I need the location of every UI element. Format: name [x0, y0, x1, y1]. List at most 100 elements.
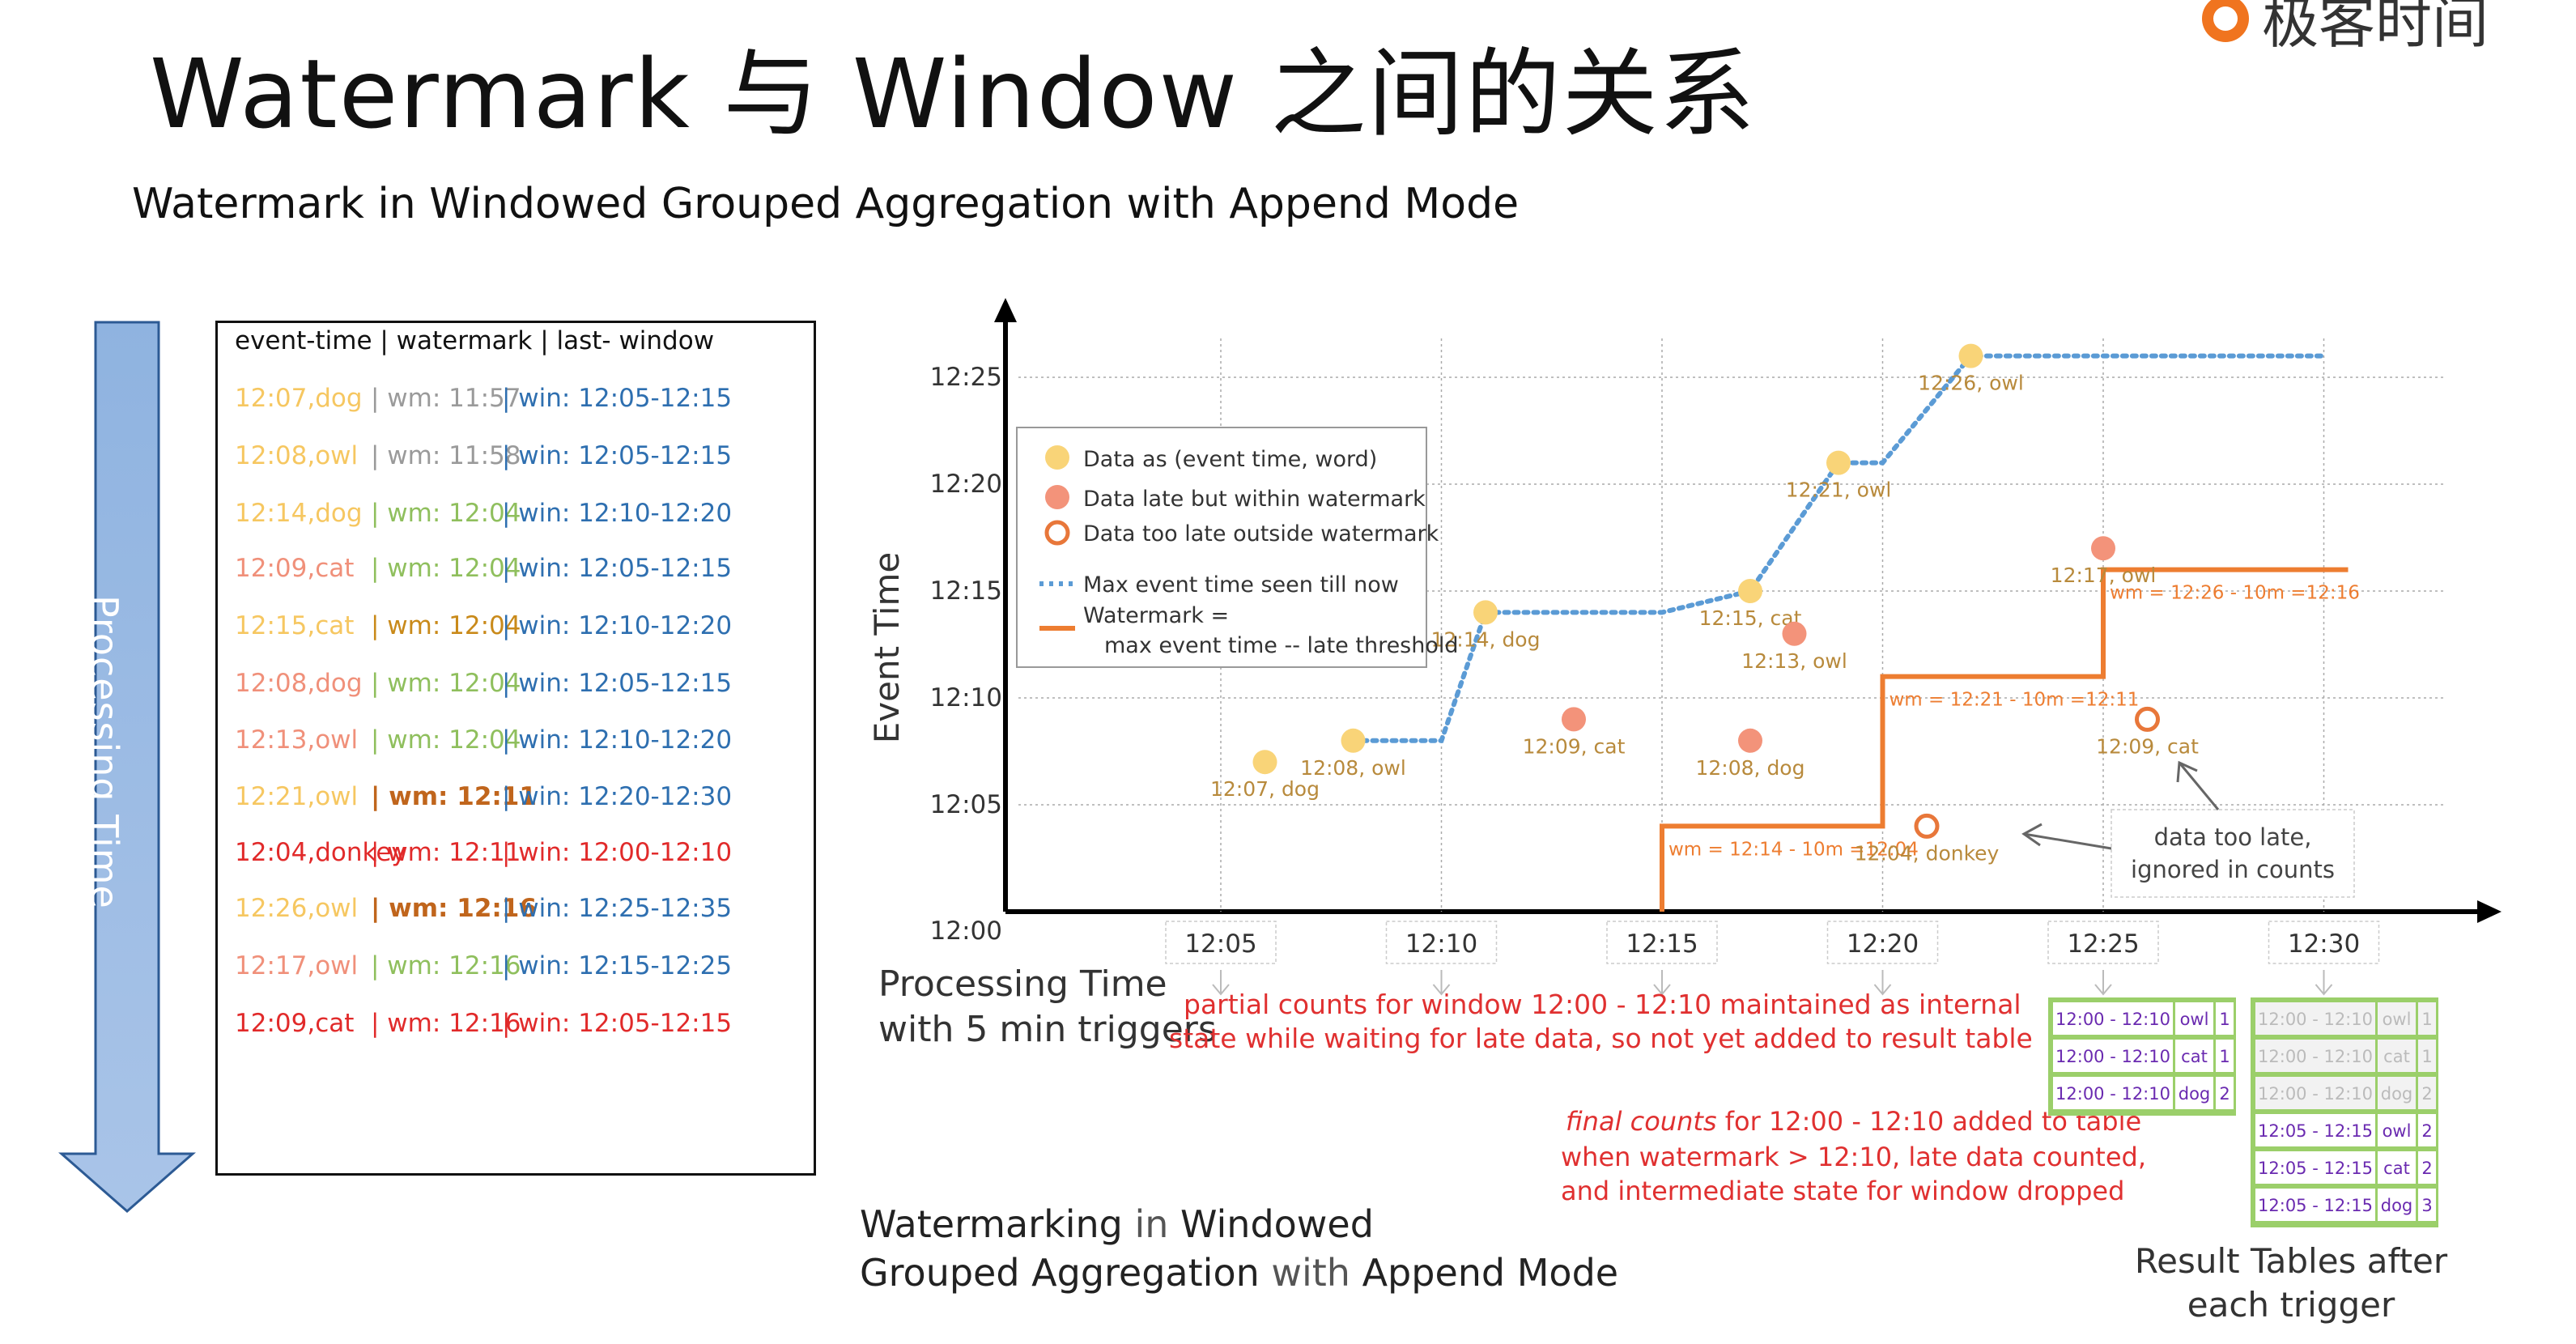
- wm-label: wm = 12:21 - 10m =12:11: [1889, 690, 2140, 711]
- data-point-label: 12:09, cat: [1523, 734, 1626, 758]
- late-note-pointer-2-head-icon: [2176, 760, 2198, 783]
- data-point-on-time: [1738, 579, 1762, 603]
- result-cell-count: 2: [2421, 1121, 2432, 1141]
- result-cell-window-bg: [2255, 1189, 2375, 1221]
- data-point-label: 12:26, owl: [1918, 372, 2024, 395]
- event-row-window: | win: 12:05-12:15: [502, 669, 733, 698]
- x-tick-label: 12:25: [2067, 929, 2139, 959]
- result-cell-window: 12:00 - 12:10: [2055, 1084, 2170, 1104]
- logo-icon: [2202, 0, 2249, 42]
- x-tick-box: [1165, 921, 1277, 964]
- legend-on-time-label: Data as (event time, word): [1083, 447, 1377, 472]
- result-cell-word-bg: [2175, 1040, 2213, 1072]
- result-cell-word: cat: [2181, 1047, 2208, 1066]
- x-tick-label: 12:15: [1626, 929, 1698, 959]
- event-row-event: 12:08,owl: [235, 441, 359, 470]
- late-note-line2: ignored in counts: [2131, 856, 2335, 883]
- caption-line1: Watermarking in Windowed: [860, 1202, 1374, 1246]
- caption-part: Windowed: [1180, 1202, 1374, 1246]
- result-cell-word-bg: [2175, 1077, 2213, 1109]
- caption-part: with: [1260, 1251, 1362, 1295]
- late-note-pointer-1-icon: [2023, 832, 2112, 850]
- event-table-box: [215, 321, 816, 1176]
- data-point-on-time: [1473, 600, 1498, 625]
- result-cell-word-bg: [2378, 1040, 2416, 1072]
- data-point-label: 12:08, dog: [1696, 756, 1805, 780]
- result-cell-window-bg: [2255, 1114, 2375, 1146]
- x-axis-arrow-icon: [2477, 900, 2502, 923]
- result-cell-window: 12:00 - 12:10: [2258, 1084, 2373, 1104]
- logo: 极客时间: [2202, 0, 2489, 59]
- result-cell-window: 12:05 - 12:15: [2258, 1121, 2373, 1141]
- result-cell-count: 2: [2421, 1159, 2432, 1178]
- event-row-watermark: | wm: 12:11: [371, 782, 537, 811]
- event-row-event: 12:21,owl: [235, 782, 359, 811]
- legend-box: [1016, 427, 1427, 668]
- x-tick-label: 12:30: [2288, 929, 2360, 959]
- legend-watermark-label: Watermark =: [1083, 603, 1229, 628]
- result-cell-window-bg: [2255, 1077, 2375, 1109]
- legend-watermark-label-2: max event time -- late threshold: [1104, 633, 1459, 658]
- event-row-watermark: | wm: 11:58: [371, 441, 521, 470]
- caption-part: Append Mode: [1362, 1251, 1618, 1295]
- event-row-watermark: | wm: 12:16: [371, 894, 537, 923]
- legend-too-late-icon: [1044, 520, 1070, 546]
- event-row-watermark: | wm: 12:16: [371, 1009, 521, 1038]
- result-cell-window: 12:05 - 12:15: [2258, 1196, 2373, 1215]
- x-tick-box: [1385, 921, 1498, 964]
- event-row-event: 12:17,owl: [235, 951, 359, 980]
- event-row-event: 12:04,donkey: [235, 838, 406, 867]
- trigger-arrow-head-icon: [1212, 984, 1230, 996]
- result-cell-count-bg: [2216, 1040, 2234, 1072]
- y-tick-label: 12:05: [930, 790, 1002, 819]
- data-point-label: 12:14, dog: [1431, 627, 1541, 651]
- result-cell-count-bg: [2418, 1077, 2436, 1109]
- data-point-label: 12:13, owl: [1741, 649, 1847, 673]
- event-row-watermark: | wm: 11:57: [371, 384, 521, 413]
- event-row-window: | win: 12:25-12:35: [502, 894, 733, 923]
- final-note-line3: and intermediate state for window droppe…: [1561, 1176, 2124, 1206]
- data-point-label: 12:04, donkey: [1855, 841, 2000, 865]
- result-cell-count-bg: [2418, 1040, 2436, 1072]
- result-cell-word: dog: [2179, 1084, 2211, 1104]
- result-cell-count-bg: [2418, 1151, 2436, 1184]
- caption-line2: Grouped Aggregation with Append Mode: [860, 1251, 1618, 1295]
- result-cell-count: 1: [2219, 1010, 2230, 1029]
- data-point-label: 12:21, owl: [1786, 478, 1892, 502]
- event-row-window: | win: 12:10-12:20: [502, 725, 733, 755]
- x-tick-label: 12:05: [1184, 929, 1256, 959]
- event-row-event: 12:09,cat: [235, 1009, 355, 1038]
- legend-late-label: Data late but within watermark: [1083, 487, 1426, 512]
- result-cell-count: 2: [2219, 1084, 2230, 1104]
- data-point-on-time: [1958, 343, 1983, 368]
- result-cell-word: cat: [2383, 1159, 2410, 1178]
- event-row-window: | win: 12:05-12:15: [502, 1009, 733, 1038]
- event-row-watermark: | wm: 12:04: [371, 725, 521, 755]
- x-axis-subtitle: with 5 min triggers: [878, 1009, 1217, 1050]
- result-cell-word-bg: [2378, 1151, 2416, 1184]
- late-note-pointer-2-icon: [2178, 762, 2220, 810]
- event-row-window: | win: 12:15-12:25: [502, 951, 733, 980]
- event-row-watermark: | wm: 12:04: [371, 611, 521, 640]
- event-row-event: 12:26,owl: [235, 894, 359, 923]
- data-point-too-late: [1914, 813, 1940, 839]
- data-point-on-time: [1252, 750, 1277, 775]
- trigger-arrow-head-icon: [1873, 984, 1892, 996]
- data-point-label: 12:15, cat: [1699, 606, 1802, 630]
- result-cell-window: 12:00 - 12:10: [2258, 1010, 2373, 1029]
- event-row-event: 12:08,dog: [235, 669, 363, 698]
- caption-part: Grouped Aggregation: [860, 1251, 1260, 1295]
- event-row-window: | win: 12:20-12:30: [502, 782, 733, 811]
- final-note-line2: when watermark > 12:10, late data counte…: [1561, 1142, 2146, 1172]
- result-cell-count-bg: [2418, 1002, 2436, 1035]
- x-tick-box: [1826, 921, 1939, 964]
- x-axis-title: Processing Time: [878, 963, 1167, 1005]
- page-title: Watermark 与 Window 之间的关系: [150, 38, 1757, 150]
- result-label-line1: Result Tables after: [2135, 1241, 2448, 1281]
- caption-part: Watermarking: [860, 1202, 1123, 1246]
- result-cell-word: owl: [2383, 1121, 2412, 1141]
- result-cell-window-bg: [2255, 1002, 2375, 1035]
- y-tick-label: 12:10: [930, 683, 1002, 712]
- result-label-line2: each trigger: [2187, 1285, 2395, 1325]
